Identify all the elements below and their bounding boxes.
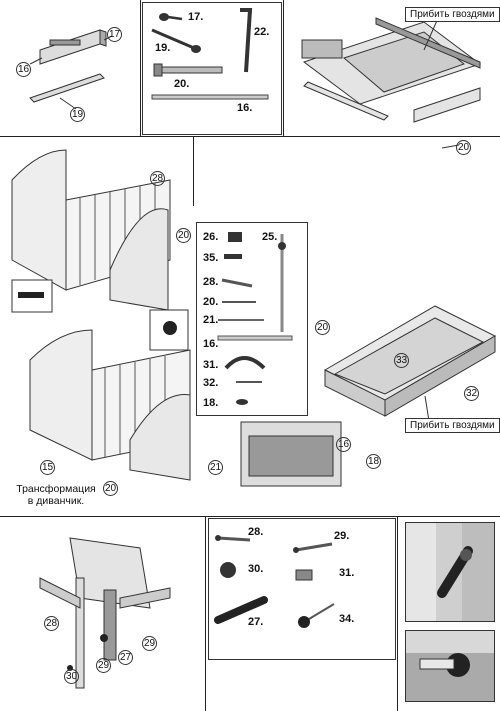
callout-29-b: 29 [96, 658, 111, 673]
drawer-box-diagram [240, 305, 497, 487]
divider-bottom [0, 516, 500, 517]
part-label-16: 16. [203, 338, 219, 350]
allen-key-22-icon [240, 8, 253, 73]
hardware-parts-illustration-top [151, 8, 269, 100]
callout-17: 17 [107, 27, 122, 42]
part-label-28-bottom: 28. [248, 526, 264, 538]
leg-mechanism-diagram [39, 537, 171, 689]
callout-27: 27 [118, 650, 133, 665]
callout-32: 32 [464, 386, 479, 401]
callout-20-box: 20 [315, 320, 330, 335]
part-label-35: 35. [203, 252, 219, 264]
hardware-parts-illustration-mid [217, 232, 293, 405]
part-label-22: 22. [254, 26, 270, 38]
callout-28-bottom: 28 [44, 616, 59, 631]
photo-wheel-mechanism [405, 630, 495, 702]
transform-caption-line1: Трансформация [16, 483, 96, 495]
part-label-19: 19. [155, 42, 171, 54]
callout-16-box: 16 [336, 437, 351, 452]
callout-29-a: 29 [142, 636, 157, 651]
part-label-30-bottom: 30. [248, 563, 264, 575]
divider-mid-left [193, 136, 194, 206]
nail-note-box: Прибить гвоздями [405, 418, 500, 433]
part-label-32: 32. [203, 377, 219, 389]
callout-20-lower: 20 [103, 481, 118, 496]
drawer-assembly-diagram-top [301, 15, 482, 149]
photo-hinge-mechanism [405, 522, 495, 622]
divider-bottom-right [397, 516, 398, 711]
part-label-20: 20. [203, 296, 219, 308]
part-label-18: 18. [203, 397, 219, 409]
part-label-28: 28. [203, 276, 219, 288]
bolt-20-icon [153, 63, 223, 77]
part-label-17: 17. [188, 11, 204, 23]
callout-21: 21 [208, 460, 223, 475]
photo-hinge-illustration [406, 523, 494, 621]
part-label-29-bottom: 29. [334, 530, 350, 542]
callout-15: 15 [40, 460, 55, 475]
callout-19: 19 [70, 107, 85, 122]
part-label-26: 26. [203, 231, 219, 243]
transform-caption: Трансформация в диванчик. [6, 483, 106, 507]
callout-33: 33 [394, 353, 409, 368]
part-label-16: 16. [237, 102, 253, 114]
divider-top-left [140, 0, 141, 136]
part-label-31-bottom: 31. [339, 567, 355, 579]
callout-20-mid: 20 [176, 228, 191, 243]
photo-wheel-illustration [406, 631, 494, 677]
callout-30: 30 [64, 669, 79, 684]
crib-assembly-diagram [11, 149, 191, 481]
transform-caption-line2: в диванчик. [27, 495, 85, 507]
hardware-box-bottom [208, 518, 396, 660]
divider-top [0, 136, 500, 137]
divider-top-right [283, 0, 284, 136]
nail-note-top: Прибить гвоздями [405, 7, 500, 22]
part-label-25: 25. [262, 231, 278, 243]
divider-bottom-left [205, 516, 206, 711]
part-label-34-bottom: 34. [339, 613, 355, 625]
screw-19-icon [151, 28, 201, 53]
part-label-31: 31. [203, 359, 219, 371]
hardware-box-mid [196, 222, 308, 416]
screw-17-icon [159, 13, 183, 21]
callout-18: 18 [366, 454, 381, 469]
callout-20-top: 20 [456, 140, 471, 155]
hardware-parts-illustration-bottom [214, 535, 335, 628]
part-label-20: 20. [174, 78, 190, 90]
part-label-21: 21. [203, 314, 219, 326]
part-label-27-bottom: 27. [248, 616, 264, 628]
callout-16: 16 [16, 62, 31, 77]
callout-28-mid: 28 [150, 171, 165, 186]
rod-16-icon [151, 94, 269, 100]
